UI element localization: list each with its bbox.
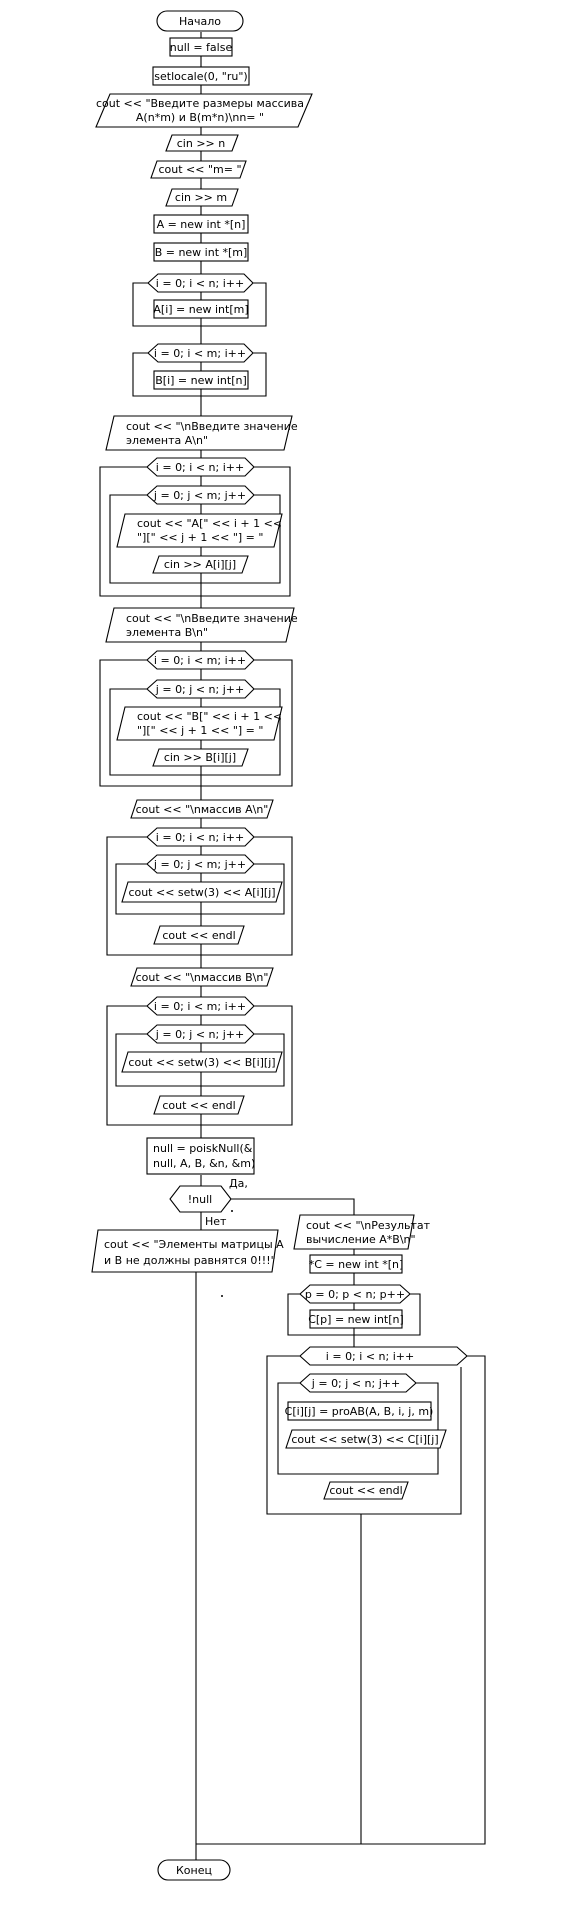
- prompt-input-b-output: cout << "\nВведите значение элемента B\n…: [105, 607, 298, 643]
- cin-n-input: cin >> n: [165, 134, 239, 152]
- svg-text:cin >> m: cin >> m: [175, 191, 227, 204]
- print-c-output: cout << setw(3) << C[i][j]: [291, 1433, 438, 1446]
- decision-no-label: Нет: [205, 1215, 227, 1228]
- svg-text:cout << "\nВведите значение: cout << "\nВведите значение: [126, 612, 298, 625]
- start-label: Начало: [179, 15, 221, 28]
- svg-text:setlocale(0, "ru"): setlocale(0, "ru"): [154, 70, 247, 83]
- decision-yes-label: Да,: [229, 1177, 248, 1190]
- print-a-title-output: cout << "\nмассив A\n": [130, 799, 274, 819]
- prompt-size-output: cout << "Введите размеры массива A(n*m) …: [95, 93, 313, 128]
- compute-process: C[i][j] = proAB(A, B, i, j, m): [285, 1405, 434, 1418]
- loop-compute-c-outer: i = 0; i < n; i++: [326, 1350, 414, 1363]
- svg-text:cout << endl: cout << endl: [162, 1099, 235, 1112]
- svg-text:cout << "\nмассив B\n": cout << "\nмассив B\n": [136, 971, 269, 984]
- svg-text:cout << "Элементы матрицы A: cout << "Элементы матрицы A: [104, 1238, 284, 1251]
- svg-text:элемента A\n": элемента A\n": [126, 434, 208, 447]
- setlocale-process: setlocale(0, "ru"): [152, 66, 250, 86]
- yes-branch: cout << "\nРезультат вычисление A*B\n" *…: [266, 1214, 468, 1844]
- loop-input-a-outer: i = 0; i < n; i++: [156, 461, 244, 474]
- svg-text:cin >> A[i][j]: cin >> A[i][j]: [164, 558, 236, 571]
- svg-text:вычисление A*B\n": вычисление A*B\n": [306, 1233, 416, 1246]
- alloc-b-process: B = new int *[m]: [153, 242, 249, 262]
- svg-text:cout << "A[" << i + 1 <<: cout << "A[" << i + 1 <<: [137, 517, 282, 530]
- svg-text:cout << setw(3) << B[i][j]: cout << setw(3) << B[i][j]: [128, 1056, 275, 1069]
- svg-text:null = poiskNull(&: null = poiskNull(&: [153, 1142, 253, 1155]
- start-terminator: Начало: [156, 10, 244, 32]
- svg-text:"][" << j + 1 << "] = ": "][" << j + 1 << "] = ": [137, 531, 263, 544]
- svg-text:cout << setw(3) << A[i][j]: cout << setw(3) << A[i][j]: [128, 886, 275, 899]
- svg-text:cout << "\nВведите значение: cout << "\nВведите значение: [126, 420, 298, 433]
- svg-text:B = new int *[m]: B = new int *[m]: [155, 246, 248, 259]
- svg-text:null, A, B, &n, &m): null, A, B, &n, &m): [153, 1157, 255, 1170]
- loop-print-b-inner: j = 0; j < n; j++: [155, 1028, 244, 1041]
- loop-alloc-b-header: i = 0; i < m; i++: [154, 347, 246, 360]
- endl-c-output: cout << endl: [329, 1484, 402, 1497]
- loop-compute-c-inner: j = 0; j < n; j++: [311, 1377, 400, 1390]
- null-false-process: null = false: [169, 37, 233, 57]
- svg-text:cout << "Введите размеры масси: cout << "Введите размеры массива: [96, 97, 304, 110]
- stray-dot: [221, 1295, 223, 1297]
- end-terminator: Конец: [157, 1859, 231, 1881]
- no-branch-output: cout << "Элементы матрицы A и B не должн…: [91, 1229, 284, 1273]
- svg-text:и B не должны равнятся 0!!!": и B не должны равнятся 0!!!": [104, 1254, 276, 1267]
- prompt-input-a-output: cout << "\nВведите значение элемента A\n…: [105, 415, 298, 451]
- print-b-title-output: cout << "\nмассив B\n": [130, 967, 274, 987]
- loop-compute-c: i = 0; i < n; i++ j = 0; j < n; j++ C[i]…: [266, 1346, 468, 1515]
- svg-text:cin >> n: cin >> n: [177, 137, 226, 150]
- loop-alloc-c: p = 0; p < n; p++ C[p] = new int[n]: [287, 1284, 421, 1336]
- loop-input-a-inner: j = 0; j < m; j++: [153, 489, 246, 502]
- loop-print-b: i = 0; i < m; i++ j = 0; j < n; j++ cout…: [106, 996, 293, 1126]
- loop-alloc-a-body: A[i] = new int[m]: [153, 303, 248, 316]
- loop-alloc-c-body: C[p] = new int[n]: [308, 1313, 404, 1326]
- stray-dot: [231, 1210, 233, 1212]
- svg-text:A(n*m) и B(m*n)\nn= ": A(n*m) и B(m*n)\nn= ": [136, 111, 264, 124]
- loop-input-a: i = 0; i < n; i++ j = 0; j < m; j++ cout…: [99, 457, 291, 597]
- null-decision: !null Да, Нет: [169, 1177, 248, 1228]
- alloc-c-process: *C = new int *[n]: [309, 1258, 404, 1271]
- loop-print-b-outer: i = 0; i < m; i++: [154, 1000, 246, 1013]
- svg-text:cout << "\nмассив A\n": cout << "\nмассив A\n": [136, 803, 269, 816]
- loop-print-a: i = 0; i < n; i++ j = 0; j < m; j++ cout…: [106, 827, 293, 956]
- loop-input-b-inner: j = 0; j < n; j++: [155, 683, 244, 696]
- svg-text:cout << "\nРезультат: cout << "\nРезультат: [306, 1219, 431, 1232]
- loop-print-a-outer: i = 0; i < n; i++: [156, 831, 244, 844]
- loop-print-a-inner: j = 0; j < m; j++: [153, 858, 246, 871]
- poisknull-call-process: null = poiskNull(& null, A, B, &n, &m): [146, 1137, 255, 1175]
- svg-text:cout << "m= ": cout << "m= ": [158, 163, 241, 176]
- loop-alloc-b-body: B[i] = new int[n]: [155, 374, 247, 387]
- svg-text:cout << endl: cout << endl: [162, 929, 235, 942]
- cin-m-input: cin >> m: [165, 188, 239, 207]
- svg-text:null = false: null = false: [170, 41, 233, 54]
- decision-condition: !null: [188, 1193, 212, 1206]
- loop-alloc-a: i = 0; i < n; i++ A[i] = new int[m]: [132, 273, 267, 327]
- alloc-a-process: A = new int *[n]: [153, 214, 249, 234]
- loop-input-b-outer: i = 0; i < m; i++: [154, 654, 246, 667]
- loop-alloc-c-header: p = 0; p < n; p++: [305, 1288, 405, 1301]
- svg-text:"][" << j + 1 << "] = ": "][" << j + 1 << "] = ": [137, 724, 263, 737]
- svg-text:A = new int *[n]: A = new int *[n]: [157, 218, 246, 231]
- end-label: Конец: [176, 1864, 212, 1877]
- prompt-m-output: cout << "m= ": [150, 160, 247, 179]
- loop-alloc-a-header: i = 0; i < n; i++: [156, 277, 244, 290]
- loop-alloc-b: i = 0; i < m; i++ B[i] = new int[n]: [132, 343, 267, 397]
- svg-text:элемента B\n": элемента B\n": [126, 626, 208, 639]
- svg-text:cin >> B[i][j]: cin >> B[i][j]: [164, 751, 236, 764]
- svg-text:cout << "B[" << i + 1 <<: cout << "B[" << i + 1 <<: [137, 710, 282, 723]
- loop-input-b: i = 0; i < m; i++ j = 0; j < n; j++ cout…: [99, 650, 293, 787]
